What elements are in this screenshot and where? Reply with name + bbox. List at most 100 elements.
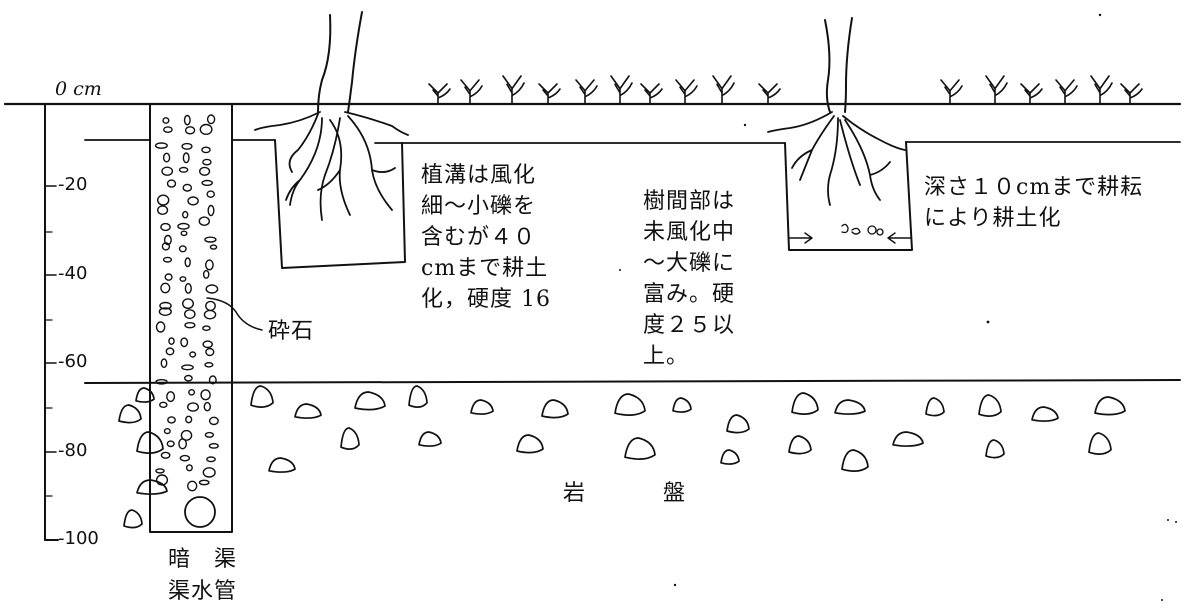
bedrock-stone <box>892 431 924 447</box>
gravel-stone <box>202 325 211 332</box>
gravel-stone <box>163 234 172 246</box>
gravel-stone <box>183 309 196 320</box>
drain-pipe-label: 暗 渠 渠水管 <box>168 547 238 604</box>
gravel-stone <box>157 205 169 216</box>
grass-seedling <box>538 83 561 105</box>
gravel-stone <box>187 196 199 206</box>
right-trench-annotation: 深さ１０cmまで耕耘 により耕土化 <box>924 175 1144 231</box>
gravel-stone <box>184 257 191 268</box>
bedrock-stone <box>294 403 322 419</box>
bedrock-stone <box>726 414 750 434</box>
gravel-stone <box>186 402 199 412</box>
gravel-stone <box>206 456 216 463</box>
gravel-stone <box>201 179 213 187</box>
grass-seedling <box>575 79 598 105</box>
gravel-stone <box>159 301 172 310</box>
gravel-stone <box>160 358 168 369</box>
gravel-stone <box>181 142 193 150</box>
gravel-stone <box>185 464 193 472</box>
gravel-stone <box>202 269 210 279</box>
bedrock-stone <box>354 391 386 411</box>
between-trees-annotation: 樹間部は 未風化中 ～大礫に 富み。硬 度２５以 上。 <box>643 189 736 369</box>
gravel-stone <box>178 245 187 253</box>
grass-seedling <box>1055 79 1078 105</box>
crushed-stone-label: 砕石 <box>268 319 315 344</box>
gravel-stone <box>189 351 197 358</box>
bedrock-stone <box>834 399 866 415</box>
gravel-stone <box>199 166 211 176</box>
gravel-stone <box>166 179 177 188</box>
gravel-stone <box>162 117 170 124</box>
gravel-stone <box>181 210 189 219</box>
gravel-stone <box>178 438 188 450</box>
gravel-stone <box>158 307 172 316</box>
gravel-stone <box>168 337 175 345</box>
gravel-stone <box>202 158 212 166</box>
bedrock-stone <box>672 397 692 413</box>
gravel-stone <box>183 374 193 382</box>
gravel-stone <box>161 242 171 251</box>
gravel-stone <box>155 321 166 333</box>
grass-seedling <box>460 79 483 105</box>
bedrock-stone <box>516 434 544 454</box>
bedrock-stone <box>136 479 168 495</box>
gravel-stone <box>198 479 210 486</box>
gravel-stone <box>205 284 219 294</box>
bedrock-stone <box>614 393 646 416</box>
gravel-stone <box>179 276 187 282</box>
bedrock-stone <box>624 437 656 460</box>
bedrock-stone <box>788 435 812 455</box>
gravel-stone <box>161 166 174 176</box>
gravel-stone <box>160 282 171 294</box>
gravel-stone <box>177 222 190 230</box>
gravel-stone <box>158 401 168 408</box>
bedrock-boundary-line <box>84 379 1181 384</box>
bedrock-stone <box>136 431 164 454</box>
bedrock-stone <box>268 457 296 473</box>
gravel-stone <box>181 298 194 309</box>
gravel-stone <box>205 347 215 357</box>
depth-origin-label: 0 cm <box>55 78 102 100</box>
gravel-stone <box>204 431 215 438</box>
grass-seedling <box>1120 83 1143 105</box>
depth-tick-label: -80 <box>58 440 88 461</box>
gravel-stone <box>183 114 191 126</box>
gravel-stone <box>160 451 171 459</box>
gravel-stone <box>205 300 216 312</box>
gravel-stone <box>182 183 193 192</box>
grass-seedling <box>502 75 525 105</box>
bedrock-stone <box>1031 406 1059 422</box>
right-tree <box>767 17 911 244</box>
gravel-stone <box>166 440 175 448</box>
bedrock-stone <box>135 387 155 403</box>
gravel-stone <box>180 230 188 237</box>
gravel-stone <box>181 364 194 371</box>
gravel-stone <box>162 256 173 263</box>
gravel-stone <box>184 322 196 329</box>
gravel-stone <box>209 244 218 250</box>
bedrock-stone <box>1094 396 1126 416</box>
gravel-stone <box>208 416 219 426</box>
grass-seedlings <box>428 75 1143 105</box>
left-trench-annotation: 植溝は風化 細～小礫を 含むが４０ cmまで耕土 化，硬度 16 <box>421 163 551 312</box>
bedrock-stone <box>418 431 442 447</box>
grass-seedling <box>758 83 781 105</box>
gravel-stone <box>199 123 213 135</box>
bedrock-stone <box>925 397 945 417</box>
grass-seedling <box>610 75 633 105</box>
gravel-stone <box>162 152 171 163</box>
gravel-stone <box>156 194 170 206</box>
bedrock-stone <box>841 449 869 472</box>
gravel-stone <box>155 378 168 385</box>
plow-layer-line <box>84 139 1181 144</box>
grass-seedling <box>1020 83 1043 105</box>
gravel-stone <box>180 337 189 348</box>
gravel-stone <box>182 152 190 164</box>
bedrock-stone <box>985 439 1005 459</box>
bedrock-stones <box>118 385 1126 529</box>
crushed-stone-fill <box>154 114 219 492</box>
bedrock-stone <box>408 385 428 408</box>
grass-seedling <box>640 83 663 105</box>
bedrock-stone <box>250 385 274 408</box>
gravel-stone <box>204 361 214 368</box>
